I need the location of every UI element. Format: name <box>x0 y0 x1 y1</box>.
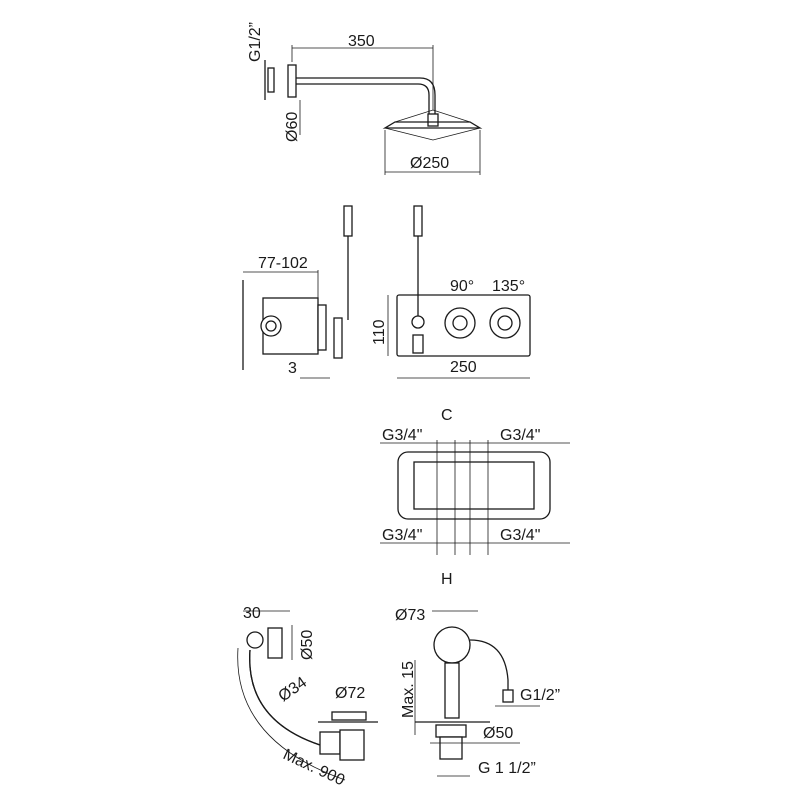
bottom-right-connection-label: G3/4" <box>500 527 540 544</box>
top-right-connection-label: G3/4" <box>500 427 540 444</box>
bottom-left-connection-label: G3/4" <box>382 527 422 544</box>
head-diameter-label: Ø250 <box>410 155 449 172</box>
max-thickness-label: Max. 15 <box>400 661 417 718</box>
offset-label: 3 <box>288 360 297 377</box>
flange-diameter-label: Ø60 <box>284 112 301 142</box>
body-diameter-label: Ø73 <box>395 607 425 624</box>
bath-filler-drawing: Ø73 Max. 15 G1/2” Ø50 G 1 1/2” <box>395 607 560 777</box>
plug-diameter-label: Ø72 <box>335 685 365 702</box>
valve-height-label: 110 <box>371 319 388 345</box>
overflow-diameter-label: Ø50 <box>299 630 316 660</box>
bath-waste-drawing: 30 Ø50 Ø34 Ø72 Max. 900 <box>237 605 378 789</box>
right-rotation-label: 135° <box>492 278 525 295</box>
inlet-label: G1/2” <box>520 687 560 704</box>
left-rotation-label: 90° <box>450 278 474 295</box>
valve-side-drawing: 77-102 3 <box>242 205 353 379</box>
valve-front-drawing: 110 250 90° 135° <box>371 205 531 379</box>
connections-drawing: C H G3/4" G3/4" G3/4" G3/4" <box>380 407 570 588</box>
cold-label: C <box>441 407 453 424</box>
top-left-connection-label: G3/4" <box>382 427 422 444</box>
valve-width-label: 250 <box>450 359 477 376</box>
outlet-label: G 1 1/2” <box>478 760 536 777</box>
connection-label: G1/2” <box>247 22 264 62</box>
hose-diameter-label: Ø34 <box>276 674 311 705</box>
shower-head-drawing: 350 G1/2” Ø60 Ø250 <box>247 22 483 175</box>
base-diameter-label: Ø50 <box>483 725 513 742</box>
depth-range-label: 77-102 <box>258 255 308 272</box>
hot-label: H <box>441 571 453 588</box>
overflow-depth-label: 30 <box>243 605 261 622</box>
arm-length-label: 350 <box>348 33 375 50</box>
